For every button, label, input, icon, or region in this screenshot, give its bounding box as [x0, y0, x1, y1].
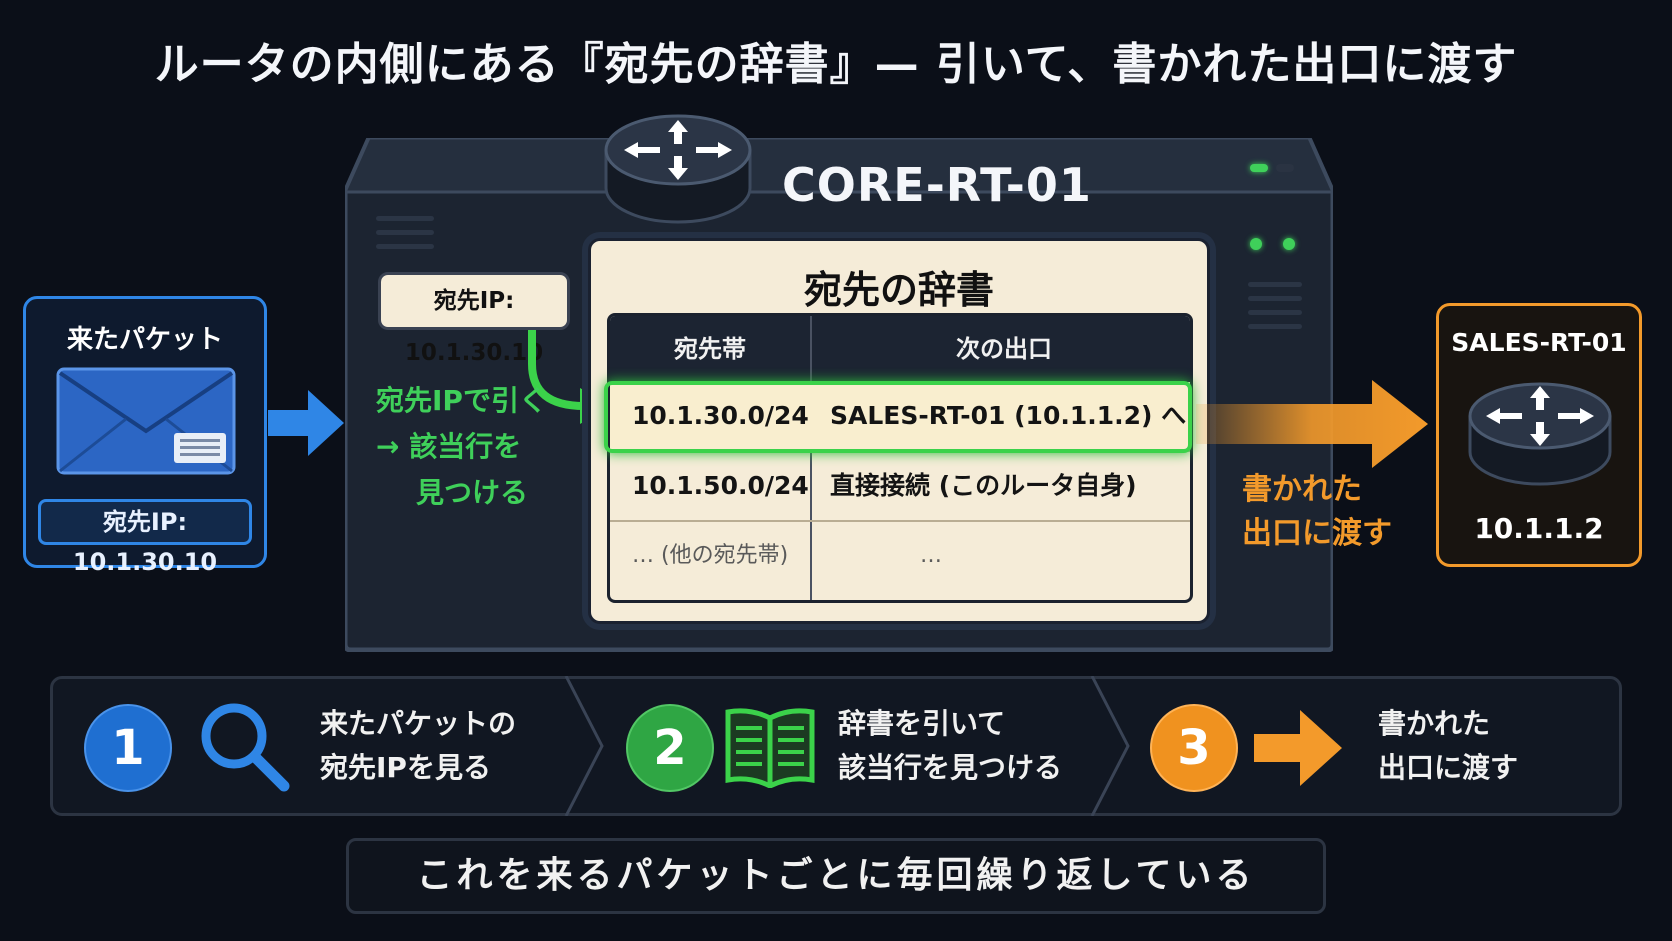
footer-note: これを来るパケットごとに毎回繰り返している — [346, 838, 1326, 914]
vent-right — [1248, 282, 1302, 329]
vent-left — [376, 216, 434, 249]
incoming-packet-card: 来たパケット 宛先IP: 10.1.30.10 — [23, 296, 267, 576]
envelope-icon — [56, 367, 236, 475]
search-icon — [201, 703, 290, 792]
blue-arrow-icon — [268, 390, 344, 456]
lookup-note: 宛先IPで引く → 該当行を 見つける — [376, 378, 547, 516]
row-dest: 10.1.30.0/24 — [632, 401, 809, 430]
row-next: 直接接続 (このルータ自身) — [830, 471, 1137, 500]
step-3-text: 書かれた 出口に渡す — [1378, 702, 1518, 790]
step-1-line: 来たパケットの — [320, 707, 517, 740]
router-name: CORE-RT-01 — [782, 158, 1092, 212]
incoming-dest-ip: 宛先IP: 10.1.30.10 — [38, 499, 252, 576]
matched-row-highlight — [604, 381, 1192, 453]
lookup-note-line: → 該当行を — [376, 430, 522, 463]
step-2-text: 辞書を引いて 該当行を見つける — [838, 702, 1062, 790]
step-1-text: 来たパケットの 宛先IPを見る — [320, 702, 516, 790]
step-1-badge: 1 — [84, 704, 172, 792]
steps-bar — [50, 676, 1622, 816]
row-next: SALES-RT-01 (10.1.1.2) へ — [830, 401, 1187, 430]
destination-router-name: SALES-RT-01 — [1451, 328, 1627, 357]
step-3-line: 書かれた — [1378, 707, 1491, 740]
column-header-next: 次の出口 — [956, 335, 1052, 363]
router-ip-tag: 宛先IP: 10.1.30.10 — [378, 272, 570, 366]
incoming-packet-label: 来たパケット — [66, 325, 223, 355]
orange-arrow-icon — [1196, 380, 1428, 468]
column-divider — [810, 316, 812, 600]
step-3-line: 出口に渡す — [1378, 751, 1519, 784]
step-1-line: 宛先IPを見る — [320, 751, 491, 784]
handoff-note-line: 書かれた — [1242, 472, 1362, 507]
table-row: 10.1.50.0/24 直接接続 (このルータ自身) — [610, 452, 1190, 520]
row-divider — [610, 520, 1190, 522]
status-led — [1283, 238, 1295, 250]
table-header: 宛先帯 次の出口 — [610, 316, 1190, 382]
routing-dictionary: 宛先の辞書 宛先帯 次の出口 10.1.30.0/24 SALES-RT-01 … — [588, 238, 1210, 624]
status-led — [1250, 164, 1268, 172]
arrow-right-icon — [1254, 710, 1342, 786]
step-divider — [1090, 676, 1130, 816]
status-led — [1250, 238, 1262, 250]
routing-table: 宛先帯 次の出口 10.1.30.0/24 SALES-RT-01 (10.1.… — [607, 313, 1193, 603]
step-2-line: 辞書を引いて — [838, 707, 1006, 740]
destination-router-card: SALES-RT-01 10.1.1.2 — [1436, 303, 1642, 567]
row-dest: … (他の宛先帯) — [632, 543, 789, 568]
lookup-note-line: 見つける — [416, 476, 529, 509]
step-2-badge: 2 — [626, 704, 714, 792]
step-divider — [564, 676, 604, 816]
handoff-note: 書かれた 出口に渡す — [1242, 468, 1392, 556]
page-title: ルータの内側にある『宛先の辞書』— 引いて、書かれた出口に渡す — [154, 39, 1518, 90]
destination-router-ip: 10.1.1.2 — [1474, 512, 1604, 545]
row-dest: 10.1.50.0/24 — [632, 471, 809, 500]
column-header-dest: 宛先帯 — [674, 335, 746, 363]
handoff-note-line: 出口に渡す — [1242, 516, 1392, 551]
table-row: … (他の宛先帯) … — [610, 522, 1190, 590]
lookup-note-line: 宛先IPで引く — [376, 384, 547, 417]
book-icon — [725, 708, 815, 788]
dictionary-title: 宛先の辞書 — [803, 268, 994, 312]
table-row: 10.1.30.0/24 SALES-RT-01 (10.1.1.2) へ — [610, 382, 1190, 450]
router-icon — [604, 114, 752, 224]
router-icon — [1468, 382, 1612, 486]
step-3-badge: 3 — [1150, 704, 1238, 792]
step-2-line: 該当行を見つける — [838, 751, 1063, 784]
row-next: … — [920, 543, 942, 568]
status-led-off — [1276, 164, 1294, 172]
